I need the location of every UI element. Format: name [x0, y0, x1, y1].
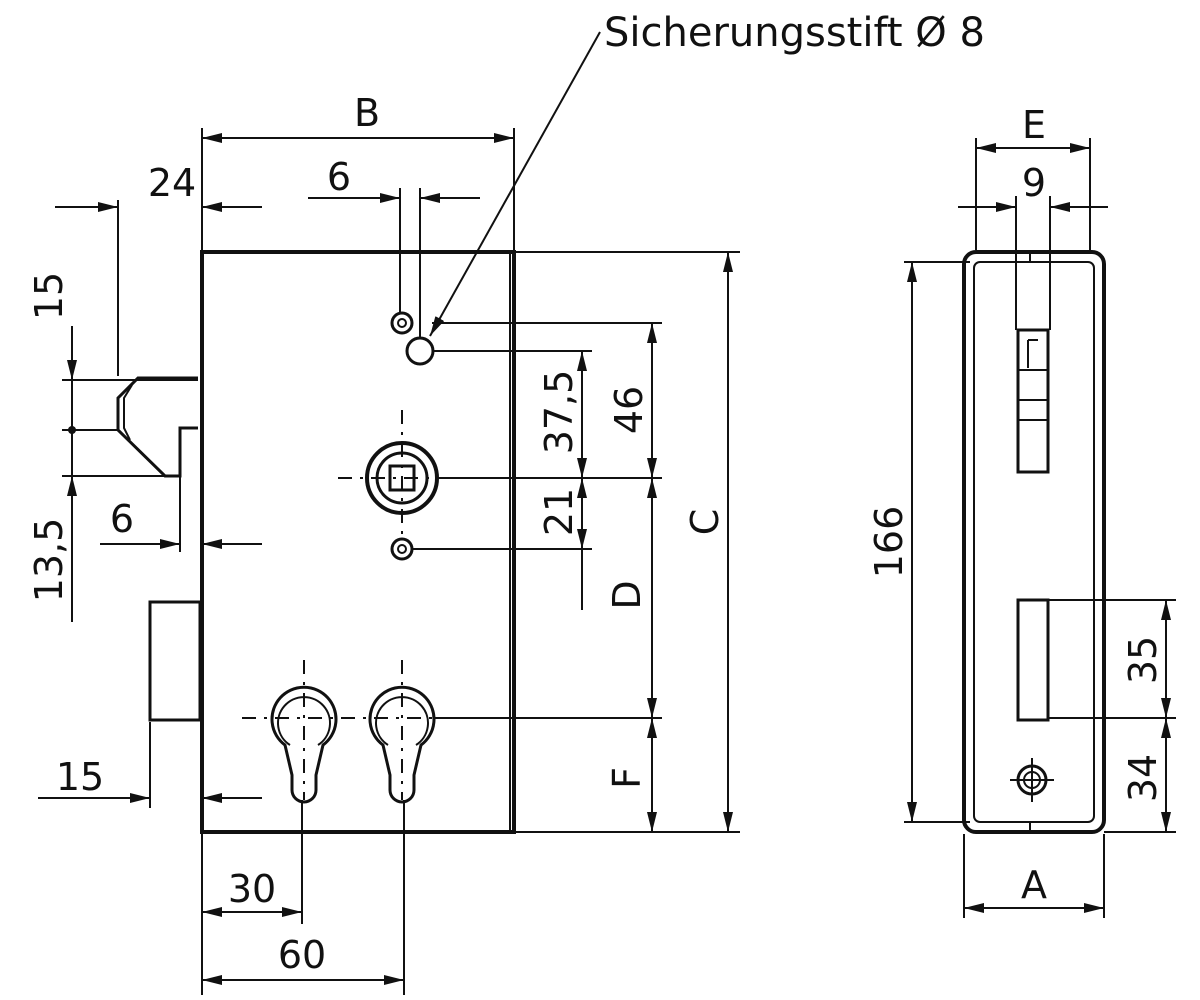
latch-bolt [116, 376, 198, 478]
lower-pin-hole [390, 537, 414, 561]
side-case-outline [962, 250, 1106, 834]
dim-label-37-5: 37,5 [537, 370, 581, 455]
dim-label-e: E [1022, 103, 1046, 147]
dim-label-15-left: 15 [27, 272, 71, 320]
dead-bolt [148, 600, 202, 722]
front-view: B 24 6 15 13,5 6 15 [27, 10, 985, 995]
dim-label-b: B [354, 91, 380, 135]
side-bolt-slot [1016, 598, 1050, 722]
dim-label-6-latch: 6 [110, 497, 134, 541]
dim-label-34: 34 [1121, 754, 1165, 802]
small-pin-hole [390, 311, 414, 335]
dim-label-6-top: 6 [327, 155, 351, 199]
side-view: E 9 166 35 34 A [867, 103, 1176, 918]
dim-label-30: 30 [228, 867, 276, 911]
dim-label-9: 9 [1022, 161, 1046, 205]
dim-label-60: 60 [278, 933, 326, 977]
cylinder-keyhole-right [368, 685, 436, 804]
dim-label-46: 46 [607, 386, 651, 434]
annotation-sicherungsstift: Sicherungsstift Ø 8 [604, 10, 985, 56]
dim-label-c: C [683, 509, 727, 536]
lock-case-outline [200, 250, 516, 834]
dim-label-15-bottom: 15 [56, 755, 104, 799]
dim-label-a: A [1021, 863, 1047, 907]
dim-label-f: F [605, 767, 649, 789]
dim-label-24: 24 [148, 161, 196, 205]
dim-label-21: 21 [537, 488, 581, 536]
annotation-leader [429, 31, 601, 337]
dim-label-13-5: 13,5 [27, 518, 71, 603]
dim-label-d: D [605, 580, 649, 609]
dim-label-166: 166 [867, 506, 911, 579]
security-pin-circle [405, 336, 435, 366]
dim-label-35: 35 [1121, 636, 1165, 684]
